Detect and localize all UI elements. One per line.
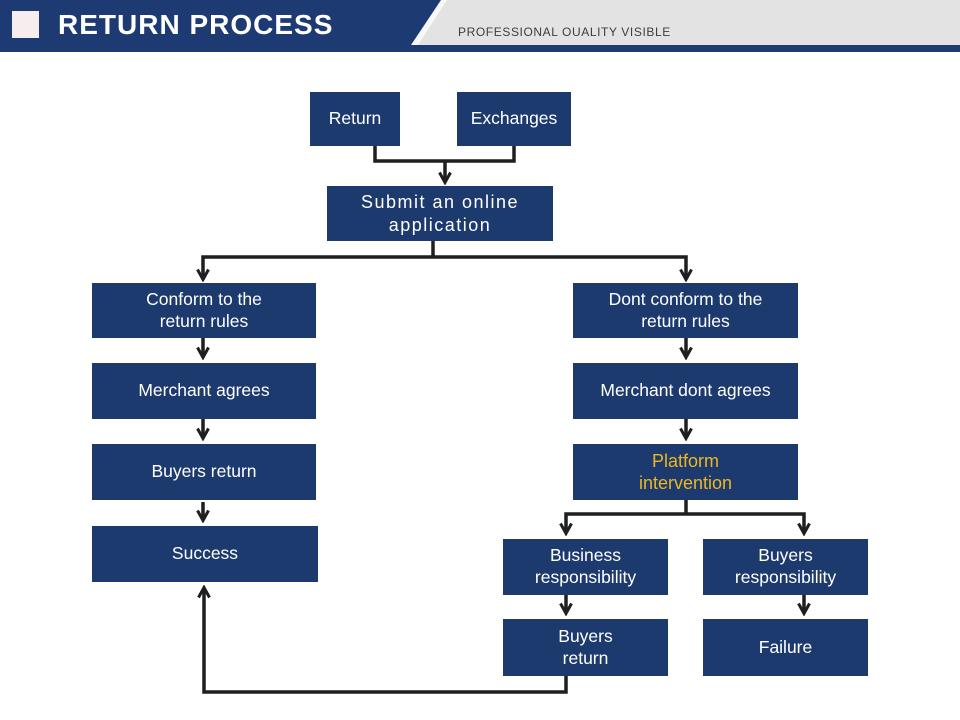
flow-node-label: Conform to the return rules (146, 288, 262, 331)
flow-node-buyers-responsibility: Buyers responsibility (703, 539, 868, 595)
connector-platform-split (566, 512, 804, 533)
flow-node-failure: Failure (703, 619, 868, 676)
connector-main-split (203, 255, 686, 279)
flow-node-label: Platform intervention (638, 450, 733, 494)
flow-node-label: Buyers return (558, 625, 613, 668)
flow-node-buyers-return-2: Buyers return (503, 619, 668, 676)
flow-node-label: Failure (758, 636, 813, 657)
flow-node-label: Merchant agrees (138, 380, 270, 401)
flow-node-buyers-return: Buyers return (92, 444, 316, 500)
flow-node-label: Success (171, 543, 239, 564)
header-accent-square (12, 11, 39, 38)
flow-node-label: Business responsibility (534, 545, 637, 587)
flow-node-label: Buyers return (151, 461, 257, 482)
header-wedge (418, 0, 960, 45)
flow-node-return: Return (310, 92, 400, 146)
flow-node-merchant-dont-agrees: Merchant dont agrees (573, 363, 798, 419)
flow-node-label: Return (328, 108, 382, 129)
flow-node-conform-rules: Conform to the return rules (92, 283, 316, 338)
flow-node-label: Exchanges (470, 108, 558, 129)
flow-node-exchanges: Exchanges (457, 92, 571, 146)
flow-node-success: Success (92, 526, 318, 582)
flow-node-business-responsibility: Business responsibility (503, 539, 668, 595)
flow-node-label: Submit an online application (360, 192, 520, 235)
flow-node-label: Buyers responsibility (734, 545, 837, 587)
flow-node-label: Merchant dont agrees (600, 380, 771, 401)
header-bar: RETURN PROCESS PROFESSIONAL OUALITY VISI… (0, 0, 960, 52)
header-tagline: PROFESSIONAL OUALITY VISIBLE (458, 25, 671, 39)
page-title: RETURN PROCESS (58, 9, 334, 40)
flow-node-merchant-agrees: Merchant agrees (92, 363, 316, 419)
connector-top-merge (373, 146, 516, 163)
flow-node-label: Dont conform to the return rules (608, 288, 763, 331)
flow-node-submit-application: Submit an online application (327, 186, 553, 241)
flow-node-platform-intervention: Platform intervention (573, 444, 798, 500)
flow-node-dont-conform-rules: Dont conform to the return rules (573, 283, 798, 338)
